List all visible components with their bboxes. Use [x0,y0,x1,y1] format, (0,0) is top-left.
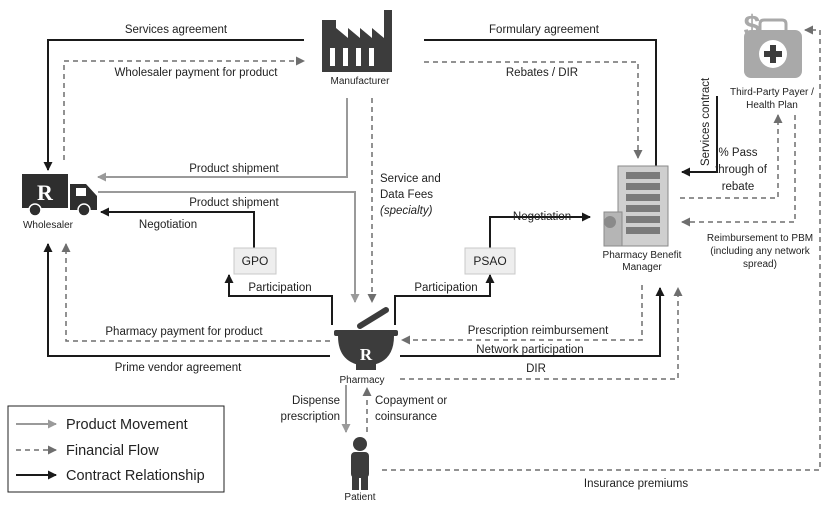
gpo-box [233,247,277,275]
edge-services-agreement [43,39,304,171]
label-network-participation: Network participation [476,344,583,356]
patient-label: Patient [344,492,375,503]
label-pass-through-2: through of [715,164,768,176]
label-copayment-1: Copayment or [375,395,447,407]
wholesaler-label: Wholesaler [23,220,74,231]
edge-participation-gpo [224,274,333,325]
building-icon [603,165,669,247]
edge-participation-psao [394,274,495,325]
edge-pass-through [680,114,783,199]
legend-product-movement: Product Movement [66,417,188,433]
pbm-label-2: Manager [622,262,662,273]
label-participation-gpo: Participation [248,282,311,294]
edge-reimbursement-pbm [681,115,796,227]
label-reimbursement-pbm-3: spread) [743,259,777,270]
svg-text:R: R [360,345,373,364]
edge-network-participation [400,287,665,357]
label-pass-through-3: rebate [722,181,755,193]
third-party-label-1: Third-Party Payer / [730,87,814,98]
label-dir: DIR [526,363,546,375]
label-prescription-reimbursement: Prescription reimbursement [468,325,609,337]
label-dispense-1: Dispense [292,395,340,407]
edge-prime-vendor [43,243,330,357]
third-party-label-2: Health Plan [746,100,798,111]
edge-dir [400,287,683,380]
legend: Product Movement Financial Flow Contract… [7,405,225,493]
label-pharmacy-payment: Pharmacy payment for product [105,326,263,338]
label-participation-psao: Participation [414,282,477,294]
psao-box [464,247,516,275]
label-negotiation-gpo: Negotiation [139,219,197,231]
factory-icon [322,10,392,72]
edge-wholesaler-payment [63,56,305,160]
edge-services-contract [681,96,718,177]
label-service-data-fees-2: Data Fees [380,189,433,201]
label-copayment-2: coinsurance [375,411,437,423]
mortar-pestle-icon: R [334,307,398,370]
pharmacy-label: Pharmacy [339,375,384,386]
medical-bag-icon: $ [744,10,802,78]
gpo-label: GPO [242,254,269,268]
edge-negotiation-psao [489,212,591,248]
label-insurance-premiums: Insurance premiums [584,478,688,490]
edge-pharmacy-payment [61,243,330,342]
legend-contract-relationship: Contract Relationship [66,468,205,484]
edge-formulary-agreement [424,39,661,191]
label-service-data-fees-1: Service and [380,173,441,185]
label-specialty: (specialty) [380,205,433,217]
label-services-agreement: Services agreement [125,24,228,36]
edge-negotiation-gpo [100,207,255,248]
label-rebates-dir: Rebates / DIR [506,67,578,79]
pbm-label-1: Pharmacy Benefit [603,250,682,261]
label-formulary-agreement: Formulary agreement [489,24,600,36]
edge-insurance-premiums [382,25,821,471]
manufacturer-label: Manufacturer [331,76,391,87]
label-wholesaler-payment: Wholesaler payment for product [115,67,279,79]
truck-icon: R [22,174,97,217]
edge-prescription-reimbursement [401,285,643,345]
label-services-contract: Services contract [700,77,712,166]
label-product-shipment-2: Product shipment [189,197,279,209]
edge-product-shipment-wholesaler-pharmacy [98,191,360,303]
person-icon [351,437,369,490]
label-reimbursement-pbm-2: (including any network [710,246,810,257]
label-negotiation-psao: Negotiation [513,211,571,223]
label-pass-through-1: % Pass [719,147,758,159]
legend-financial-flow: Financial Flow [66,443,159,459]
psao-label: PSAO [473,254,506,268]
label-reimbursement-pbm-1: Reimbursement to PBM [707,233,813,244]
label-product-shipment-1: Product shipment [189,163,279,175]
svg-text:R: R [37,180,54,205]
edge-product-shipment-manufacturer-wholesaler [97,98,348,182]
label-prime-vendor: Prime vendor agreement [115,362,242,374]
label-dispense-2: prescription [281,411,340,423]
